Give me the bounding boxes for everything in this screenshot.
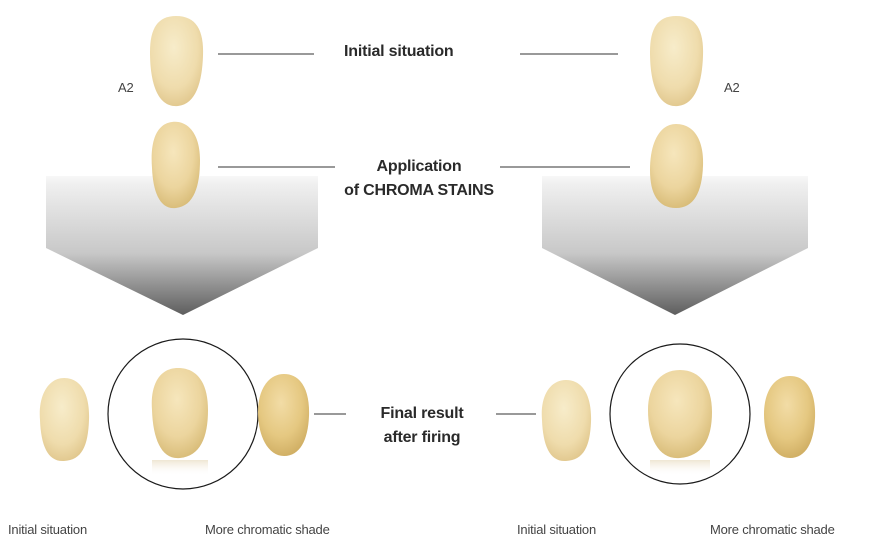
label-final-line1: Final result	[350, 402, 494, 426]
tooth-left-chromatic	[258, 374, 309, 456]
label-application-line2: of CHROMA STAINS	[314, 179, 524, 203]
caption-left-initial: Initial situation	[8, 522, 87, 537]
caption-right-chromatic: More chromatic shade	[710, 522, 835, 537]
tooth-right-initial	[542, 380, 591, 461]
tooth-application-left	[152, 122, 200, 208]
tooth-right-chromatic	[764, 376, 815, 458]
caption-left-chromatic: More chromatic shade	[205, 522, 330, 537]
tooth-initial-right	[650, 16, 703, 106]
tooth-left-center	[152, 368, 208, 476]
tooth-application-right	[650, 124, 703, 208]
label-application: Application of CHROMA STAINS	[314, 155, 524, 203]
tooth-right-center	[648, 370, 712, 476]
tooth-initial-left	[150, 16, 203, 106]
caption-right-initial: Initial situation	[517, 522, 596, 537]
label-final-result: Final result after firing	[350, 402, 494, 450]
shade-label-left: A2	[118, 80, 134, 95]
tooth-left-initial	[40, 378, 89, 461]
shade-label-right: A2	[724, 80, 740, 95]
label-application-line1: Application	[314, 155, 524, 179]
label-initial-situation: Initial situation	[344, 43, 454, 61]
label-final-line2: after firing	[350, 426, 494, 450]
